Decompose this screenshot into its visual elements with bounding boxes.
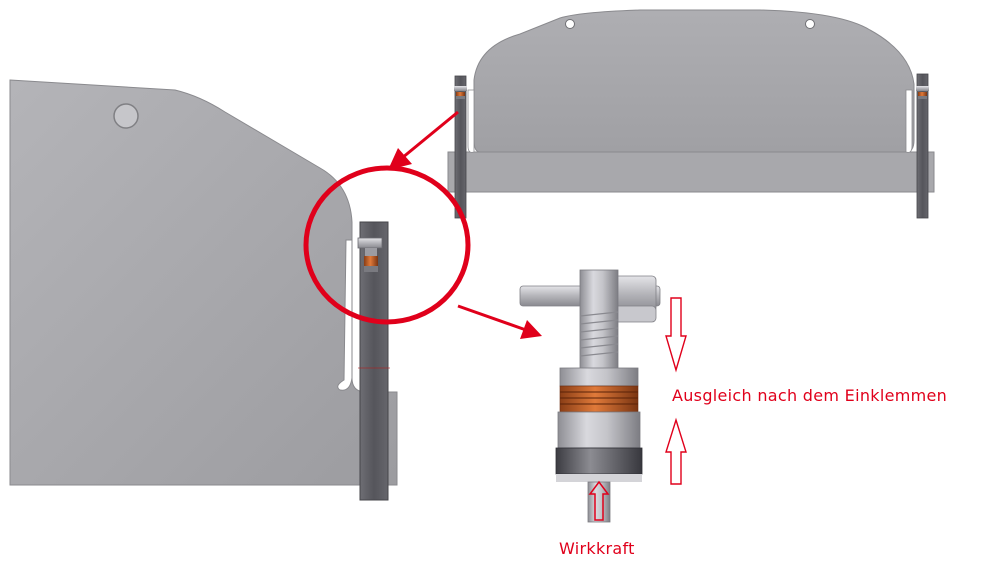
- front-plate-hole-left: [565, 19, 575, 29]
- compensation-label: Ausgleich nach dem Einklemmen: [672, 386, 948, 405]
- arrow-down-icon: [665, 297, 687, 373]
- side-plate: [9, 79, 398, 486]
- plate-slot: [337, 239, 353, 391]
- mounting-hole: [113, 103, 139, 129]
- callout-arrow-top: [388, 110, 459, 170]
- front-clamp-bar-left: [454, 75, 467, 219]
- force-label: Wirkkraft: [559, 539, 635, 558]
- front-clamp-bar-right: [916, 73, 929, 219]
- front-plate-hole-right: [805, 19, 815, 29]
- clamp-element-detail: [519, 269, 661, 523]
- side-clamp-bar: [357, 221, 390, 501]
- force-arrow-icon: [588, 480, 610, 521]
- callout-arrow-detail: [457, 304, 542, 339]
- front-plate: [447, 9, 935, 193]
- arrow-up-icon: [665, 417, 687, 485]
- detail-highlight-circle: [303, 165, 471, 325]
